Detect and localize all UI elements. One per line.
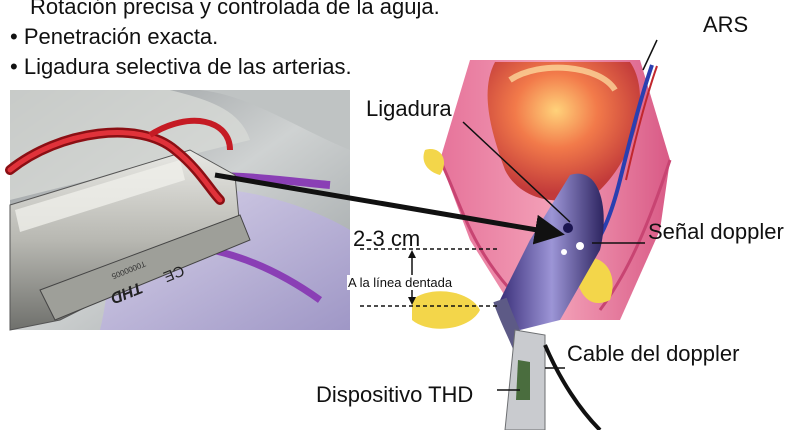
dispositivo-thd-label: Dispositivo THD (316, 382, 473, 408)
anatomy-illustration (412, 60, 680, 430)
senal-doppler-label: Señal doppler (648, 219, 784, 245)
distance-label: 2-3 cm (353, 226, 420, 252)
linea-dentada-label: A la línea dentada (347, 275, 453, 290)
ars-label: ARS (703, 12, 748, 38)
ligadura-label: Ligadura (366, 96, 452, 122)
cable-doppler-label: Cable del doppler (567, 341, 739, 367)
device-closeup: THD CE T0000005 (10, 90, 350, 330)
